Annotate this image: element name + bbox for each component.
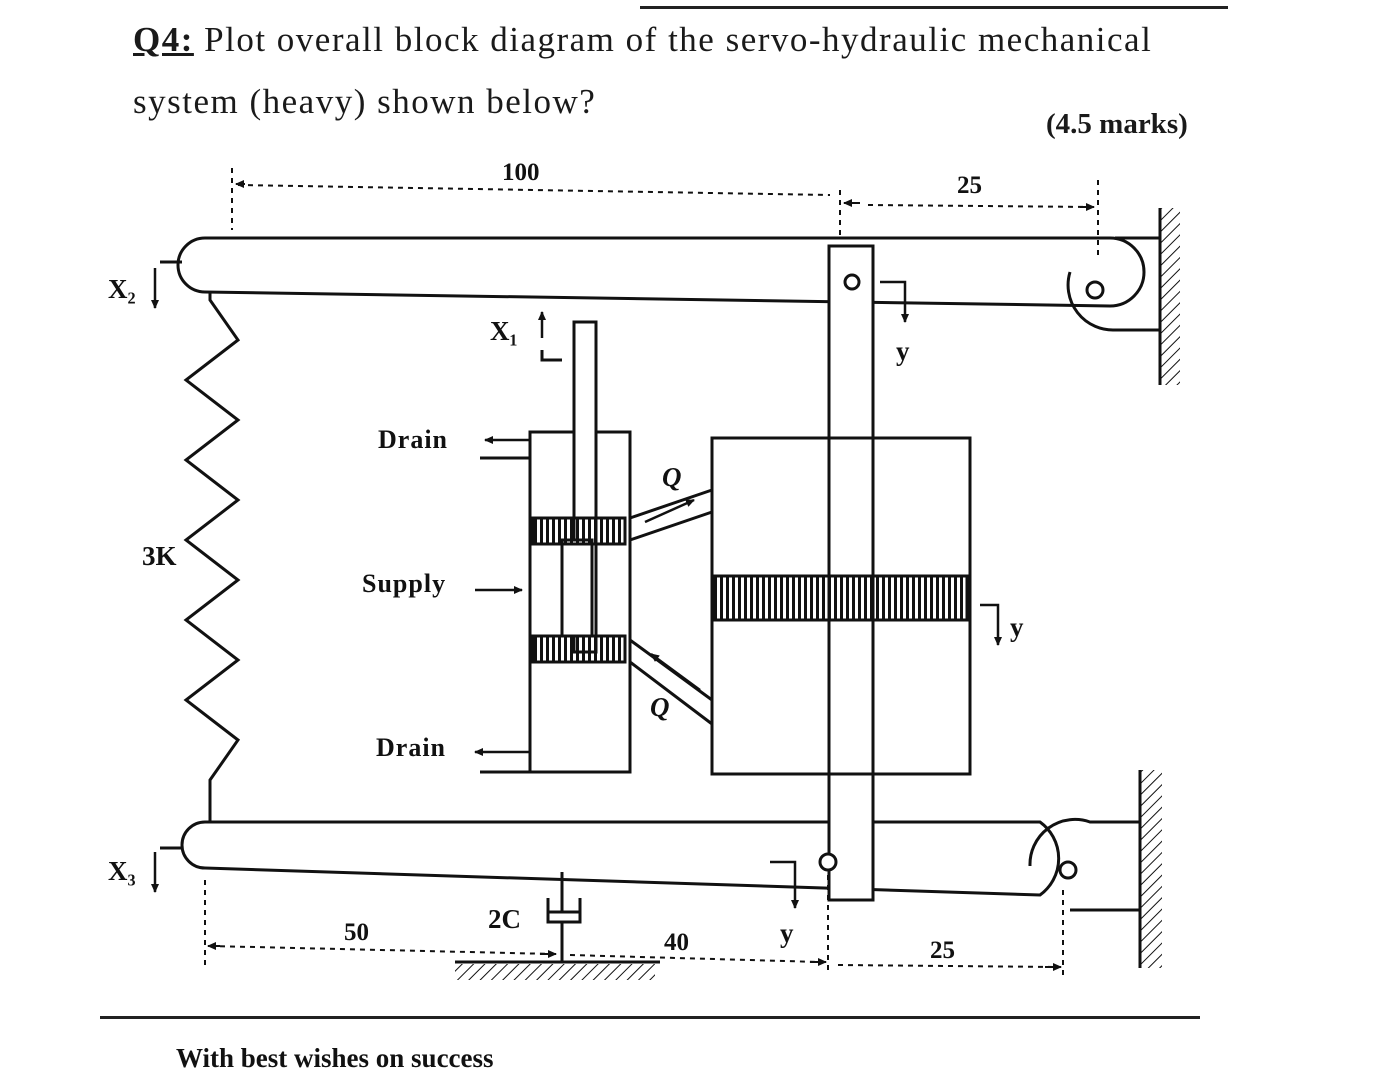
label-supply: Supply [362, 569, 446, 598]
label-damper: 2C [488, 904, 521, 934]
dim-top-left: 100 [502, 159, 540, 186]
dim-bottom-right: 25 [930, 937, 955, 964]
question-line-2: system (heavy) shown below? [133, 82, 597, 121]
bottom-lever [180, 820, 1061, 897]
piston [713, 574, 969, 622]
label-drain-top: Drain [378, 425, 448, 454]
lower-land [531, 634, 627, 664]
link-top-pin [843, 273, 861, 291]
question-text-1: Plot overall block diagram of the servo-… [204, 20, 1153, 59]
label-y-bottom: y [780, 918, 794, 948]
bottom-rule [100, 1016, 1200, 1019]
lower-pipe [629, 638, 713, 726]
top-lever [176, 236, 1146, 308]
label-y-top: y [896, 336, 910, 366]
spring-3k [183, 292, 241, 822]
label-x2: X₂ [108, 274, 136, 304]
bottom-wall-hatch [1140, 770, 1162, 968]
ground-hatch [455, 964, 655, 980]
label-spring: 3K [142, 541, 177, 571]
label-x3: X₃ [108, 856, 136, 886]
dim-bottom-left: 50 [344, 919, 369, 946]
bottom-pivot-pin [1058, 860, 1078, 880]
dim-bottom-mid: 40 [664, 929, 689, 956]
damper-2c [546, 872, 582, 962]
footer-text: With best wishes on success [176, 1043, 494, 1073]
label-drain-bottom: Drain [376, 733, 446, 762]
top-pivot-bracket [1066, 236, 1160, 332]
label-q-bottom: Q [650, 692, 670, 722]
label-q-top: Q [662, 462, 682, 492]
label-x1: X₁ [490, 316, 518, 346]
link-bottom-pin [818, 852, 838, 872]
top-wall-hatch [1160, 208, 1180, 385]
bottom-pivot-bracket [1028, 817, 1140, 912]
top-pivot-pin [1085, 280, 1105, 300]
upper-land [531, 516, 627, 546]
label-y-mid: y [1010, 612, 1024, 642]
question-line-1: Q4: Plot overall block diagram of the se… [133, 20, 1152, 60]
question-number: Q4: [133, 20, 194, 59]
upper-pipe [629, 488, 713, 542]
dim-top-right: 25 [957, 172, 982, 199]
top-rule [640, 6, 1228, 9]
marks-label: (4.5 marks) [1046, 108, 1188, 140]
